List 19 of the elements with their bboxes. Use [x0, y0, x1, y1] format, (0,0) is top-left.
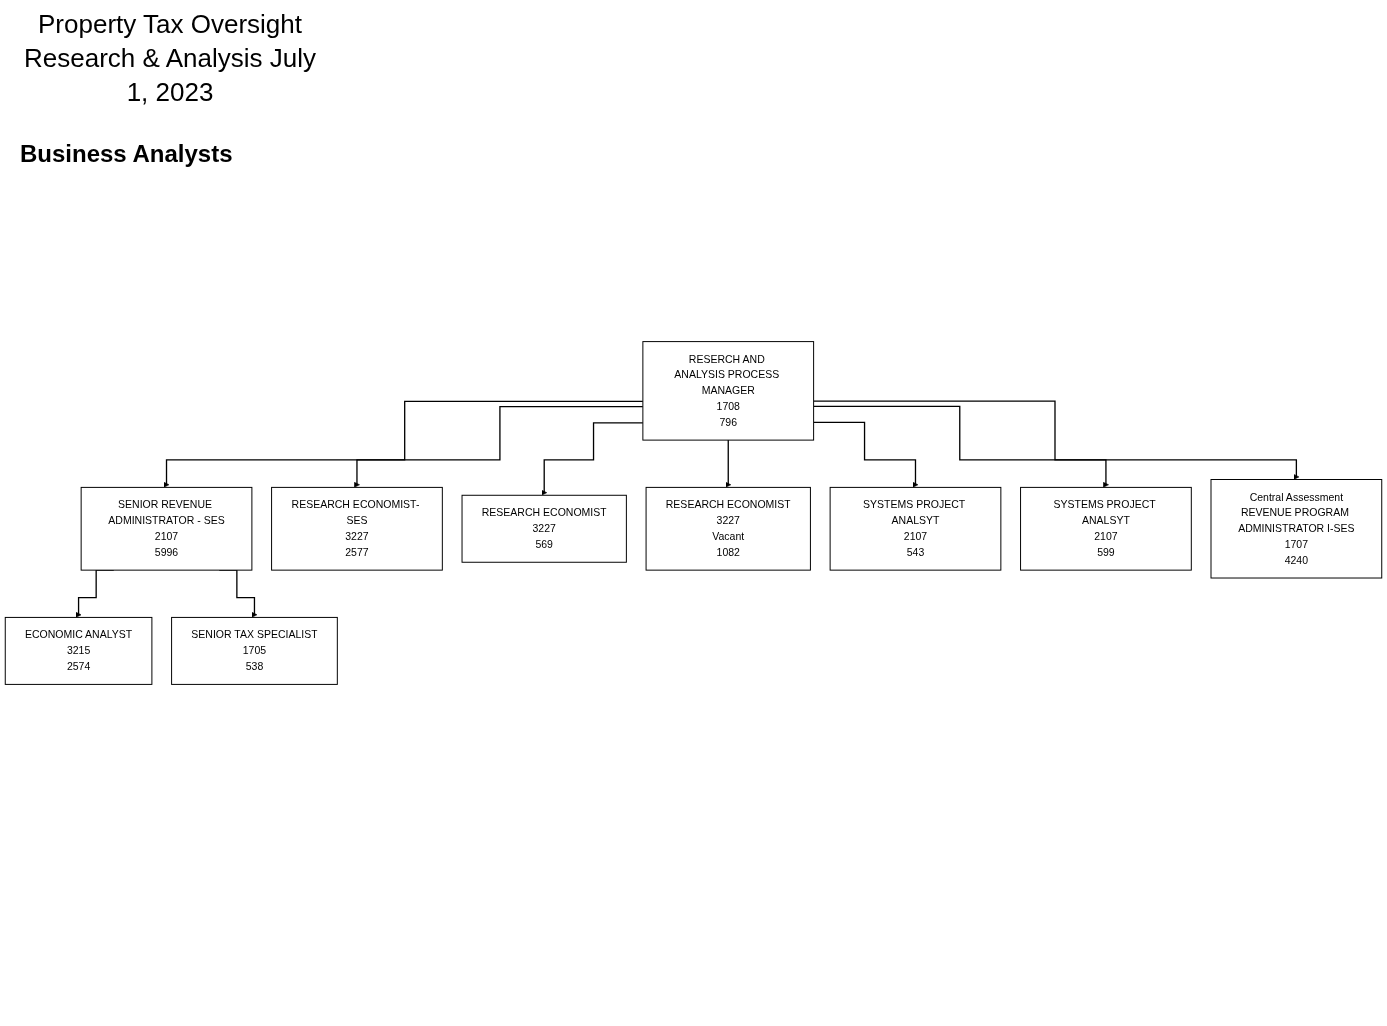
arrow: [354, 406, 644, 488]
arrow: [163, 400, 644, 488]
group-heading: Business Analysts: [20, 140, 233, 168]
arrow: [725, 439, 732, 488]
node-box: RESEARCH ECONOMIST 3227 569: [461, 494, 627, 563]
chart-title: Property Tax Oversight Research & Analysis July 1, 2023: [23, 8, 317, 109]
node-box: SENIOR REVENUE ADMINISTRATOR - SES 2107 5996: [80, 486, 253, 571]
node-box: ECONOMIC ANALYST 3215 2574: [4, 616, 153, 685]
arrow: [812, 400, 1300, 480]
node-box: SYSTEMS PROJECT ANALSYT 2107 599: [1020, 486, 1192, 571]
node-box: SYSTEMS PROJECT ANALSYT 2107 543: [829, 486, 1002, 571]
node-box: SENIOR TAX SPECIALIST 1705 538: [171, 616, 338, 685]
arrow: [541, 422, 644, 496]
node-box: RESEARCH ECONOMIST 3227 Vacant 1082: [645, 486, 811, 571]
node-box: RESEARCH ECONOMIST- SES 3227 2577: [271, 486, 443, 571]
node-box: RESERCH AND ANALYSIS PROCESS MANAGER 1708 796: [642, 341, 815, 441]
node-box: Central Assessment REVENUE PROGRAM ADMINISTRATOR I-SES 1707 4240: [1210, 479, 1383, 579]
arrow: [812, 421, 919, 488]
arrow: [812, 405, 1109, 488]
